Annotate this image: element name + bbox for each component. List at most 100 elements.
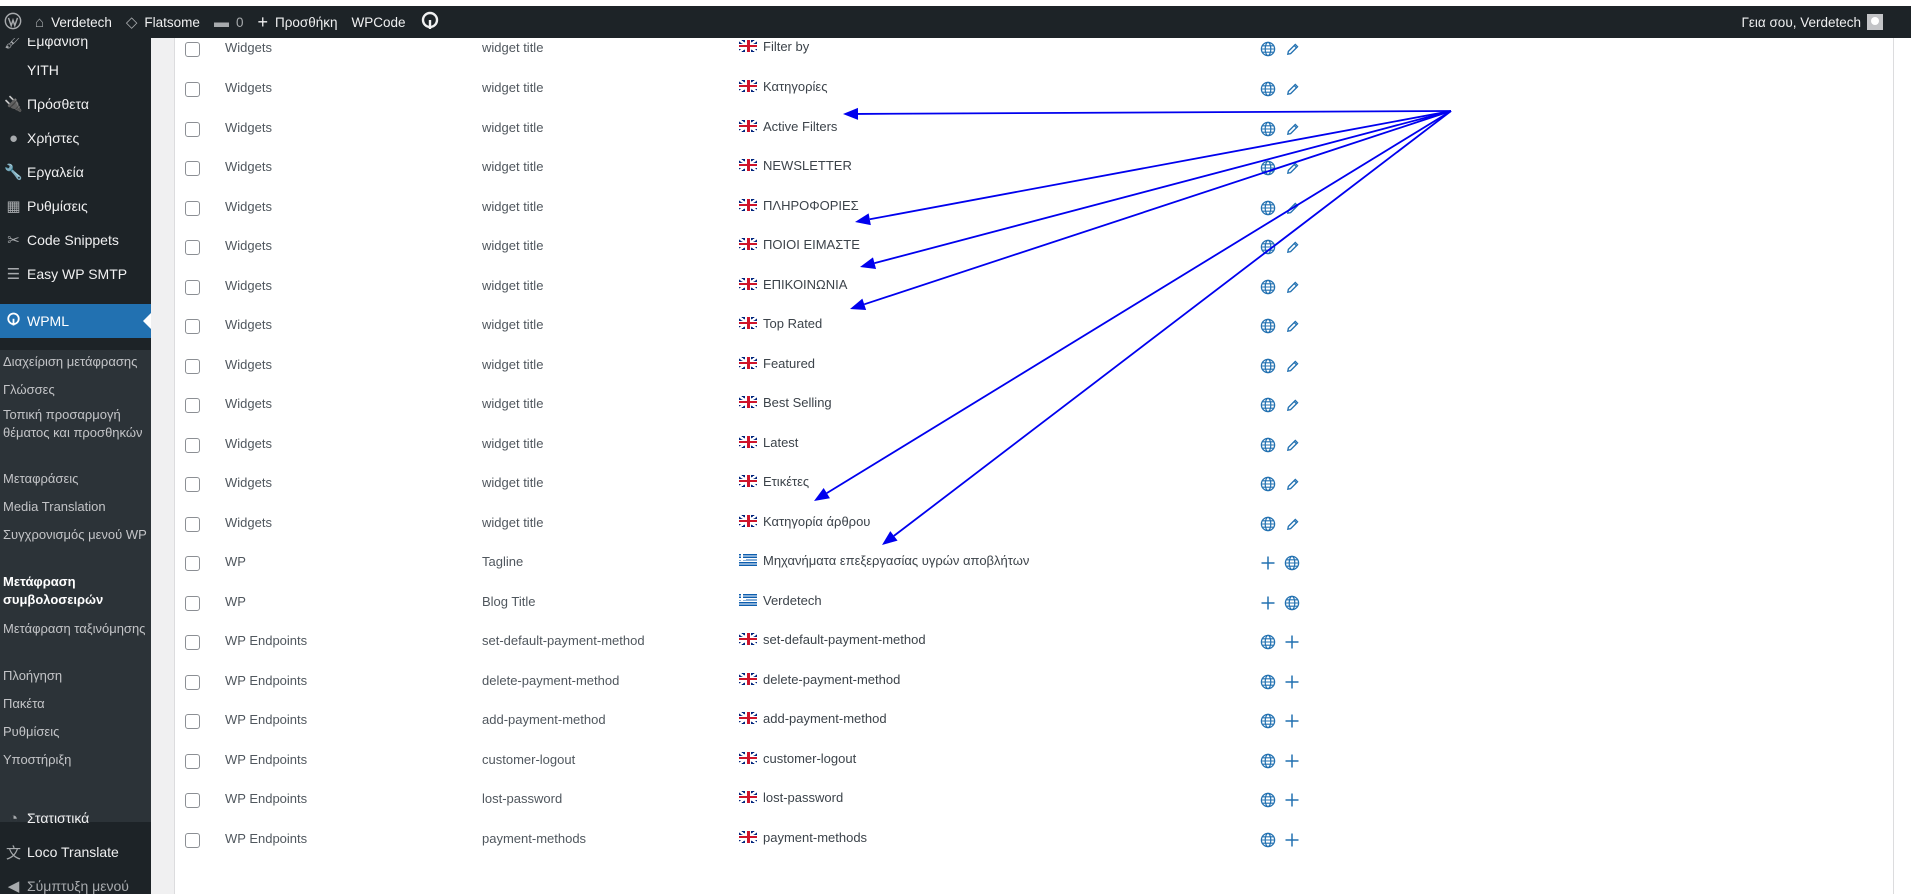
string-name: delete-payment-method: [482, 673, 620, 688]
comments-link[interactable]: ▬ 0: [207, 6, 251, 38]
globe-icon[interactable]: [1258, 435, 1278, 455]
my-account-menu[interactable]: Γεια σου, Verdetech: [1741, 6, 1883, 38]
sidebar-item-tools[interactable]: 🔧 Εργαλεία: [0, 155, 151, 189]
globe-icon[interactable]: [1258, 632, 1278, 652]
wpml-adminbar-link[interactable]: [413, 6, 447, 38]
globe-icon[interactable]: [1258, 514, 1278, 534]
submenu-media-translation[interactable]: Media Translation: [3, 499, 106, 514]
globe-icon[interactable]: [1258, 39, 1278, 59]
submenu-translations[interactable]: Μεταφράσεις: [3, 471, 79, 486]
globe-icon[interactable]: [1258, 79, 1278, 99]
globe-icon[interactable]: [1258, 356, 1278, 376]
string-name: Blog Title: [482, 594, 536, 609]
wpcode-link[interactable]: WPCode: [345, 6, 413, 38]
plus-icon[interactable]: [1282, 632, 1302, 652]
site-name-link[interactable]: ⌂ Verdetech: [28, 6, 119, 38]
globe-icon[interactable]: [1258, 830, 1278, 850]
edit-icon[interactable]: [1282, 158, 1302, 178]
row-checkbox[interactable]: [185, 201, 200, 216]
row-checkbox[interactable]: [185, 477, 200, 492]
edit-icon[interactable]: [1282, 316, 1302, 336]
globe-icon[interactable]: [1258, 237, 1278, 257]
row-checkbox[interactable]: [185, 833, 200, 848]
globe-icon[interactable]: [1258, 711, 1278, 731]
edit-icon[interactable]: [1282, 277, 1302, 297]
edit-icon[interactable]: [1282, 39, 1302, 59]
row-checkbox[interactable]: [185, 714, 200, 729]
globe-icon[interactable]: [1258, 158, 1278, 178]
sidebar-item-code-snippets[interactable]: ✂ Code Snippets: [0, 223, 151, 257]
sidebar-item-yith[interactable]: YITH: [0, 53, 151, 87]
plus-icon[interactable]: [1258, 593, 1278, 613]
globe-icon[interactable]: [1258, 751, 1278, 771]
plus-icon[interactable]: [1282, 790, 1302, 810]
globe-icon[interactable]: [1282, 593, 1302, 613]
plus-icon[interactable]: [1282, 672, 1302, 692]
row-checkbox[interactable]: [185, 42, 200, 57]
globe-icon[interactable]: [1258, 277, 1278, 297]
globe-icon[interactable]: [1258, 316, 1278, 336]
globe-icon[interactable]: [1258, 119, 1278, 139]
sidebar-item-appearance[interactable]: 🖌 Εμφάνιση: [0, 38, 151, 58]
row-checkbox[interactable]: [185, 754, 200, 769]
sidebar-item-settings[interactable]: ▦ Ρυθμίσεις: [0, 189, 151, 223]
sidebar-item-wpml[interactable]: WPML: [0, 304, 151, 338]
plus-icon[interactable]: [1258, 553, 1278, 573]
comments-count: 0: [235, 14, 244, 30]
submenu-settings[interactable]: Ρυθμίσεις: [3, 724, 60, 739]
submenu-wp-menu-sync[interactable]: Συγχρονισμός μενού WP: [3, 527, 147, 542]
row-checkbox[interactable]: [185, 122, 200, 137]
plus-icon[interactable]: [1282, 751, 1302, 771]
row-checkbox[interactable]: [185, 596, 200, 611]
globe-icon[interactable]: [1258, 198, 1278, 218]
row-checkbox[interactable]: [185, 240, 200, 255]
row-checkbox[interactable]: [185, 359, 200, 374]
sidebar-item-plugins[interactable]: 🔌 Πρόσθετα: [0, 87, 151, 121]
edit-icon[interactable]: [1282, 237, 1302, 257]
globe-icon[interactable]: [1258, 672, 1278, 692]
globe-icon[interactable]: [1258, 395, 1278, 415]
row-checkbox[interactable]: [185, 438, 200, 453]
edit-icon[interactable]: [1282, 395, 1302, 415]
row-checkbox[interactable]: [185, 556, 200, 571]
edit-icon[interactable]: [1282, 198, 1302, 218]
row-checkbox[interactable]: [185, 517, 200, 532]
row-checkbox[interactable]: [185, 319, 200, 334]
new-content-link[interactable]: + Προσθήκη: [250, 6, 344, 38]
globe-icon[interactable]: [1258, 474, 1278, 494]
collapse-menu-button[interactable]: ◀ Σύμπτυξη μενού: [0, 869, 151, 894]
wp-logo-menu[interactable]: [0, 6, 28, 38]
submenu-packages[interactable]: Πακέτα: [3, 696, 45, 711]
edit-icon[interactable]: [1282, 119, 1302, 139]
edit-icon[interactable]: [1282, 356, 1302, 376]
submenu-string-translation[interactable]: Μετάφραση συμβολοσειρών: [3, 574, 104, 607]
edit-icon[interactable]: [1282, 514, 1302, 534]
sidebar-item-statistics[interactable]: ◔ Στατιστικά: [0, 801, 151, 835]
submenu-navigation[interactable]: Πλοήγηση: [3, 668, 63, 683]
row-checkbox[interactable]: [185, 280, 200, 295]
row-checkbox[interactable]: [185, 793, 200, 808]
uk-flag-icon: [739, 317, 757, 329]
uk-flag-icon: [739, 515, 757, 527]
plus-icon[interactable]: [1282, 711, 1302, 731]
row-checkbox[interactable]: [185, 675, 200, 690]
submenu-translation-management[interactable]: Διαχείριση μετάφρασης: [3, 354, 138, 369]
row-checkbox[interactable]: [185, 635, 200, 650]
plus-icon[interactable]: [1282, 830, 1302, 850]
submenu-support[interactable]: Υποστήριξη: [3, 752, 72, 767]
edit-icon[interactable]: [1282, 435, 1302, 455]
row-checkbox[interactable]: [185, 398, 200, 413]
edit-icon[interactable]: [1282, 474, 1302, 494]
theme-link[interactable]: ◇ Flatsome: [119, 6, 207, 38]
sidebar-item-loco-translate[interactable]: 文 Loco Translate: [0, 835, 151, 869]
row-checkbox[interactable]: [185, 161, 200, 176]
edit-icon[interactable]: [1282, 79, 1302, 99]
globe-icon[interactable]: [1282, 553, 1302, 573]
sidebar-item-easy-wp-smtp[interactable]: ☰ Easy WP SMTP: [0, 257, 151, 291]
submenu-theme-plugin-localization[interactable]: Τοπική προσαρμογή θέματος και προσθηκών: [3, 407, 143, 440]
globe-icon[interactable]: [1258, 790, 1278, 810]
row-checkbox[interactable]: [185, 82, 200, 97]
submenu-taxonomy-translation[interactable]: Μετάφραση ταξινόμησης: [3, 621, 146, 636]
submenu-languages[interactable]: Γλώσσες: [3, 382, 55, 397]
sidebar-item-users[interactable]: ● Χρήστες: [0, 121, 151, 155]
